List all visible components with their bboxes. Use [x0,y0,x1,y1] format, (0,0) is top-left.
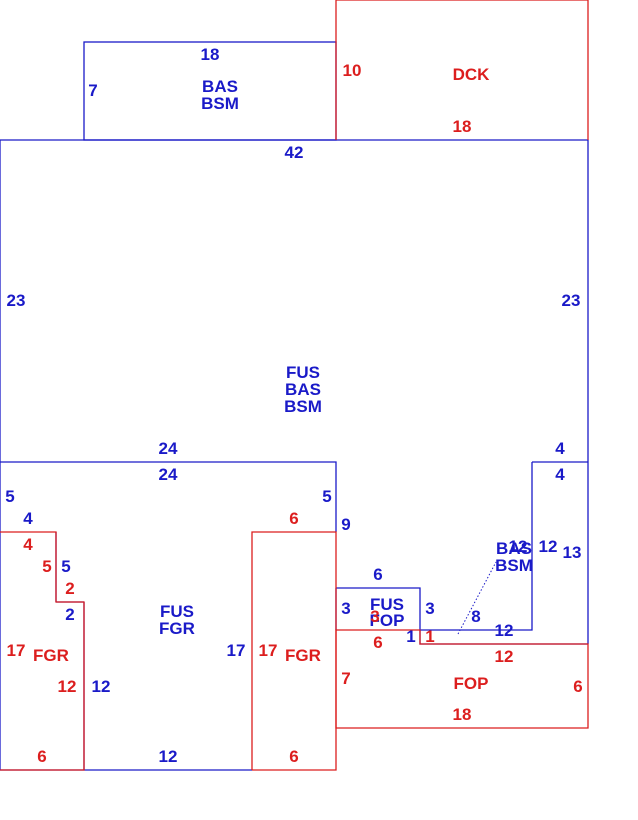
area-fop: FOP [454,674,489,693]
dim-12-blue-inner: 12 [509,537,528,556]
area-bas-bsm-small-line1: BAS [496,539,532,558]
dim-mid-9-blue: 9 [341,515,350,534]
dim-fop-12-red: 12 [495,647,514,666]
dim-left-12-blue: 12 [92,677,111,696]
dim-bottom-12-blue: 12 [159,747,178,766]
area-fus-fop-line1: FUS [370,595,404,614]
dim-left-12-red: 12 [58,677,77,696]
dimension-labels: 18 7 10 18 42 23 23 24 24 4 4 5 4 4 5 5 … [5,45,582,766]
area-fus-fgr-line2: FGR [159,619,195,638]
dim-main-left: 23 [7,291,26,310]
area-fus-main-line1: FUS [286,363,320,382]
dim-fop-18-red: 18 [453,705,472,724]
dim-fop-7-red: 7 [341,669,350,688]
dim-fusfop-3-right: 3 [425,599,434,618]
dim-dck-width: 18 [453,117,472,136]
dim-24-lower: 24 [159,465,178,484]
area-fus-main-line3: BSM [284,397,322,416]
red-outlines [0,0,589,771]
dim-right-4-upper: 4 [555,439,565,458]
area-fgr-mid: FGR [285,646,321,665]
dim-bas-top-width: 18 [201,45,220,64]
dim-left-5-blue: 5 [61,557,70,576]
dim-mid-17-red: 17 [259,641,278,660]
dim-right-4-lower: 4 [555,465,565,484]
dim-12-blue-bottom: 12 [495,621,514,640]
dck-outline [335,0,589,140]
dim-1-red: 1 [425,627,434,646]
dim-left-4-red: 4 [23,535,33,554]
dim-bas-top-height: 7 [88,81,97,100]
dim-left-5: 5 [5,487,14,506]
dim-fusfop-6-blue: 6 [373,565,382,584]
area-labels: BAS BSM DCK FUS BAS BSM FUS FGR FGR FGR … [33,65,533,693]
area-bas-bsm-small-line2: BSM [495,556,533,575]
dim-dck-height: 10 [343,61,362,80]
bas-bsm-right-outline [420,461,588,631]
dim-left-4-blue: 4 [23,509,33,528]
dim-mid-5-blue: 5 [322,487,331,506]
dim-left-2-red: 2 [65,579,74,598]
dim-fop-6-red: 6 [573,677,582,696]
dim-left-2-blue: 2 [65,605,74,624]
area-fus-fgr-line1: FUS [160,602,194,621]
area-fus-fop-line2: FOP [370,611,405,630]
dim-fusfop-3-left: 3 [341,599,350,618]
fgr-left-outline [0,531,85,771]
diagonal-dotted [457,561,497,635]
area-fus-main-line2: BAS [285,380,321,399]
area-fgr-left: FGR [33,646,69,665]
dim-mid-17-blue: 17 [227,641,246,660]
fop-outline [335,629,589,729]
dim-13-blue: 13 [563,543,582,562]
dim-left-5-red: 5 [42,557,51,576]
dim-main-top: 42 [285,143,304,162]
dim-1-blue: 1 [406,627,415,646]
dim-main-right: 23 [562,291,581,310]
dim-12-blue-right: 12 [539,537,558,556]
main-building-outline [0,139,589,771]
dim-mid-6-red-top: 6 [289,509,298,528]
dim-left-6-red: 6 [37,747,46,766]
dim-8-blue: 8 [471,607,480,626]
area-bas-top-line1: BAS [202,77,238,96]
dim-mid-6-red-bottom: 6 [289,747,298,766]
fgr-mid-outline [251,531,337,771]
dim-fusfop-6-red: 6 [373,633,382,652]
area-dck: DCK [453,65,491,84]
area-bas-top-line2: BSM [201,94,239,113]
dim-left-17-red: 17 [7,641,26,660]
dim-24-upper: 24 [159,439,178,458]
dim-fusfop-3-red: 3 [370,607,379,626]
